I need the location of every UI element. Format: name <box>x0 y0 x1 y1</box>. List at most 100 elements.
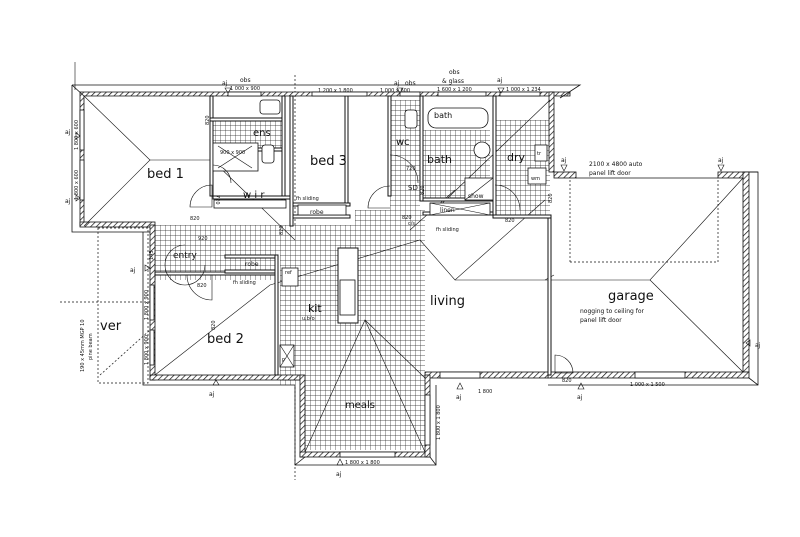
tiled-areas <box>155 100 550 450</box>
room-label-wc: wc <box>396 137 410 148</box>
dim-door-dry-side: 820 <box>548 193 554 203</box>
dim-window-bed2-b: 1 800 x 900 <box>144 335 150 365</box>
room-label-meals: meals <box>345 400 375 411</box>
aj-label: aj <box>209 391 215 398</box>
room-label-garage: garage <box>608 289 654 304</box>
aj-label: aj <box>456 394 462 401</box>
note-garage-nogging-1: nogging to ceiling for <box>580 308 645 315</box>
note-obs-wc: obs <box>405 80 416 87</box>
aj-labels: aj aj aj aj aj aj aj aj aj aj aj aj aj <box>65 77 761 478</box>
dim-door-entry: 920 <box>198 236 208 242</box>
room-label-wir: w i r <box>243 190 265 201</box>
window-bed2-a <box>149 284 155 321</box>
fixtures <box>212 99 548 368</box>
dim-window-bed2-a: 1 800 x 900 <box>144 290 150 320</box>
room-label-robe-bed3: robe <box>310 209 324 216</box>
window-bed2-b <box>149 329 155 366</box>
aj-label: aj <box>497 77 503 84</box>
window-bed1-a <box>79 109 85 151</box>
dim-door-entry-side: 145 <box>149 250 155 260</box>
dim-door-ens: 820 <box>205 115 211 125</box>
room-label-entry: entry <box>173 251 197 261</box>
note-fh-sliding-bed2: fh sliding <box>233 280 256 286</box>
room-label-kit: kit <box>308 302 322 315</box>
dim-door-bed1: 820 <box>190 216 200 222</box>
ens-toilet <box>261 144 275 164</box>
bathtub <box>427 107 489 129</box>
room-label-living: living <box>430 294 465 309</box>
dim-door-garage: 820 <box>562 378 572 384</box>
window-living <box>439 371 481 379</box>
aj-label: aj <box>130 267 136 274</box>
roof-hip-lines <box>83 95 744 453</box>
window-bath <box>437 91 487 97</box>
note-glass: & glass <box>442 78 464 85</box>
aj-label: aj <box>718 157 724 164</box>
window-garage <box>634 371 686 379</box>
washing-machine <box>527 167 547 185</box>
aj-label: aj <box>65 129 71 136</box>
note-beam-size: 190 x 45mm MGP 10 <box>80 319 86 372</box>
window-meals-bottom <box>339 451 396 458</box>
note-obs-top: obs <box>449 69 460 76</box>
dim-window-bed1-a: 1 800 x 600 <box>74 120 80 150</box>
dim-door-dry: 820 <box>505 218 515 224</box>
laundry-tub <box>534 144 548 162</box>
aj-label: aj <box>755 342 761 349</box>
dim-window-meals-bottom: 1 800 x 1 800 <box>345 460 380 466</box>
dim-window-meals-side: 1 800 x 1 800 <box>436 405 442 440</box>
note-beam-type: pine beam <box>88 333 94 360</box>
aj-label: aj <box>222 80 228 87</box>
aj-label: aj <box>561 157 567 164</box>
roof-outline <box>71 84 759 466</box>
label-wm: wm <box>531 176 540 182</box>
room-label-bed3: bed 3 <box>310 154 347 169</box>
dim-door-meals-hall: 820 <box>211 320 217 330</box>
dim-door-bed2: 820 <box>197 283 207 289</box>
room-label-robe-bed2: robe <box>245 261 259 268</box>
bed3-robe <box>297 204 347 216</box>
note-fh-sliding-bed3: fh sliding <box>296 196 319 202</box>
dim-door-bath: 820 <box>420 185 426 195</box>
note-shower-size: 900 x 900 <box>220 150 245 156</box>
aj-label: aj <box>336 471 342 478</box>
dim-door-cs: 820 <box>402 215 412 221</box>
ens-basin <box>259 99 281 115</box>
wir-shelf <box>213 199 287 209</box>
dim-window-wc: 1 000 x 600 <box>380 88 410 94</box>
fridge-space <box>281 267 299 287</box>
window-wc <box>399 91 421 97</box>
note-garage-door-size: 2100 x 4800 auto <box>589 161 643 168</box>
label-ubo: u.b/o <box>302 316 315 322</box>
wc-toilet <box>404 109 418 129</box>
dim-door-hall: 820 <box>279 225 285 235</box>
room-label-linen: linen <box>440 207 455 214</box>
room-label-ens: ens <box>253 128 271 139</box>
note-obs-ens: obs <box>240 77 251 84</box>
dim-door-cs-note: c/s <box>408 221 415 227</box>
room-label-bed1: bed 1 <box>147 167 184 182</box>
aj-label: aj <box>65 198 71 205</box>
room-label-bath: bath <box>427 153 452 166</box>
room-label-bathtub: bath <box>434 111 452 120</box>
kitchen-sink <box>339 279 356 316</box>
room-label-veranda: ver <box>100 319 122 334</box>
window-meals-side <box>424 394 431 446</box>
aj-label: aj <box>394 80 400 87</box>
aj-markers <box>75 87 751 466</box>
dim-window-bath: 1 600 x 1 200 <box>437 87 472 93</box>
label-ref: ref <box>285 270 292 276</box>
dim-window-living: 1 800 <box>478 389 492 395</box>
window-bed1-b <box>79 159 85 201</box>
dim-window-dry: 1 000 x 1 234 <box>506 87 541 93</box>
label-pantry: P <box>282 358 285 364</box>
dim-window-ens: 1 000 x 900 <box>230 86 260 92</box>
window-bed3 <box>311 91 368 97</box>
note-fh-sliding-hall: fh sliding <box>436 227 459 233</box>
note-garage-nogging-2: panel lift door <box>580 317 622 324</box>
dim-window-garage: 1 000 x 1 500 <box>630 382 665 388</box>
veranda <box>60 227 151 384</box>
room-label-shower: show <box>468 193 484 200</box>
room-label-dry: dry <box>507 151 526 164</box>
